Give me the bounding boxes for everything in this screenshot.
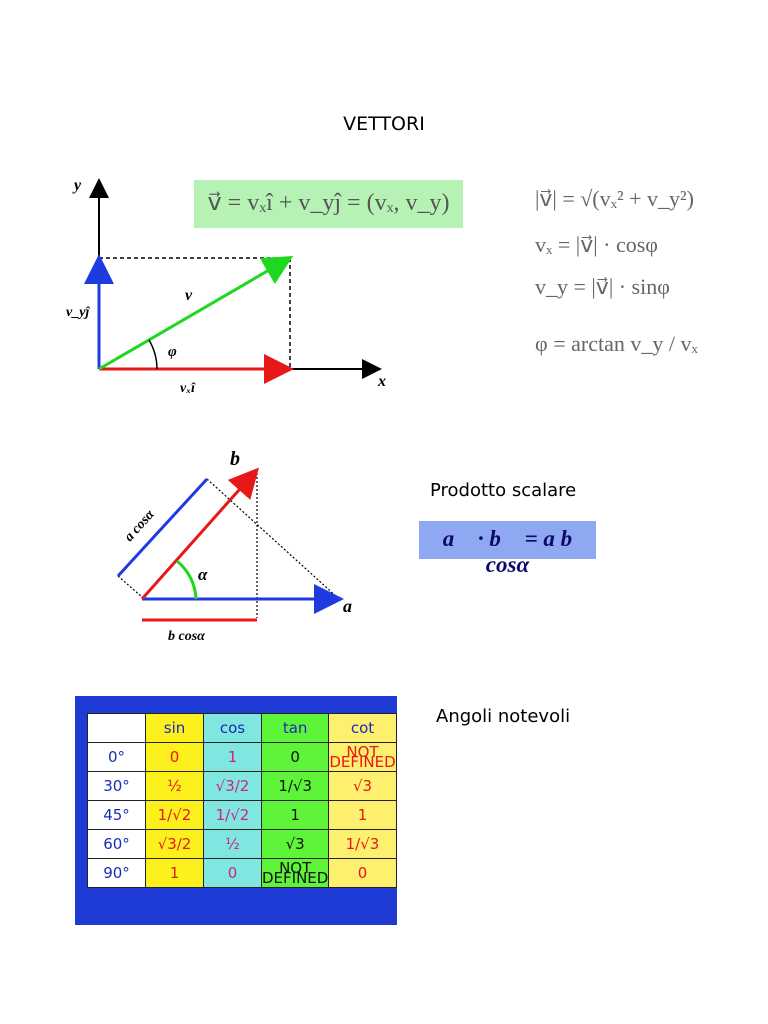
cos-cell: 0: [203, 858, 262, 888]
trig-table-frame: sin cos tan cot 0° 0 1 0 NOT DEFINED 30°…: [75, 696, 397, 925]
angles-caption: Angoli notevoli: [436, 706, 571, 727]
cos-cell: ½: [203, 829, 262, 859]
header-sin: sin: [145, 713, 204, 743]
tan-cell: 1: [260, 800, 330, 830]
magnitude-formula: |v⃗| = √(vₓ² + v_y²): [535, 186, 694, 211]
cot-cell: 1: [328, 800, 397, 830]
tan-cell: 0: [260, 742, 330, 772]
dot-product-equation: a⃗ · b⃗ = a b cosα: [442, 526, 573, 577]
table-row: 60° √3/2 ½ √3 1/√3: [87, 829, 397, 859]
angle-cell: 90°: [87, 858, 146, 888]
vector-equation-box: v⃗ = vₓî + v_yĵ = (vₓ, v_y): [194, 180, 463, 228]
vx-formula: vₓ = |v⃗| · cosφ: [535, 232, 658, 257]
dot-product-diagram: b⃗ a⃗ α a cosα b cosα: [116, 448, 366, 644]
vector-components-diagram: y x v⃗ φ v_yĵ vₓî: [66, 177, 386, 396]
table-row: 0° 0 1 0 NOT DEFINED: [87, 742, 397, 772]
b-cos-label: b cosα: [168, 629, 205, 644]
a-cos-segment: [116, 477, 209, 578]
tan-cell: NOT DEFINED: [260, 858, 330, 888]
trig-values-table: sin cos tan cot 0° 0 1 0 NOT DEFINED 30°…: [87, 713, 397, 888]
header-tan: tan: [260, 713, 330, 743]
projection-dotted-a: [206, 478, 339, 599]
header-cos: cos: [203, 713, 262, 743]
vy-formula: v_y = |v⃗| · sinφ: [535, 274, 670, 299]
phi-arc: [148, 339, 158, 370]
vy-label: v_yĵ: [66, 305, 90, 320]
vector-equation: v⃗ = vₓî + v_yĵ = (vₓ, v_y): [207, 190, 450, 216]
dot-product-caption: Prodotto scalare: [430, 480, 577, 501]
sin-cell: √3/2: [145, 829, 204, 859]
cot-cell: √3: [328, 771, 397, 801]
cot-cell: NOT DEFINED: [328, 742, 397, 772]
x-label: x: [377, 373, 386, 390]
tan-cell: √3: [260, 829, 330, 859]
angle-cell: 45°: [87, 800, 146, 830]
table-header-row: sin cos tan cot: [87, 713, 397, 743]
v-label: v⃗: [185, 287, 205, 304]
angle-cell: 30°: [87, 771, 146, 801]
phi-formula: φ = arctan v_y / vₓ: [535, 331, 698, 356]
angle-cell: 0°: [87, 742, 146, 772]
table-row: 90° 1 0 NOT DEFINED 0: [87, 858, 397, 888]
tan-cell: 1/√3: [260, 771, 330, 801]
table-row: 45° 1/√2 1/√2 1 1: [87, 800, 397, 830]
vx-label: vₓî: [180, 381, 196, 396]
sin-cell: 1: [145, 858, 204, 888]
table-row: 30° ½ √3/2 1/√3 √3: [87, 771, 397, 801]
cos-cell: 1: [203, 742, 262, 772]
sin-cell: ½: [145, 771, 204, 801]
sin-cell: 0: [145, 742, 204, 772]
b-label: b⃗: [230, 448, 256, 470]
sin-cell: 1/√2: [145, 800, 204, 830]
cot-cell: 0: [328, 858, 397, 888]
table-corner-cell: [87, 713, 146, 743]
alpha-label: α: [198, 565, 208, 584]
alpha-arc: [176, 559, 198, 600]
cos-cell: 1/√2: [203, 800, 262, 830]
phi-label: φ: [168, 344, 177, 360]
v-vector-arrow: [98, 255, 294, 371]
dot-product-equation-box: a⃗ · b⃗ = a b cosα: [419, 521, 596, 577]
cos-cell: √3/2: [203, 771, 262, 801]
cot-cell: 1/√3: [328, 829, 397, 859]
y-label: y: [72, 177, 82, 194]
projection-dotted-corner: [117, 575, 143, 598]
header-cot: cot: [328, 713, 397, 743]
angle-cell: 60°: [87, 829, 146, 859]
page-title: VETTORI: [343, 113, 425, 135]
a-label: a⃗: [343, 596, 366, 616]
b-vector-arrow: [140, 467, 259, 600]
